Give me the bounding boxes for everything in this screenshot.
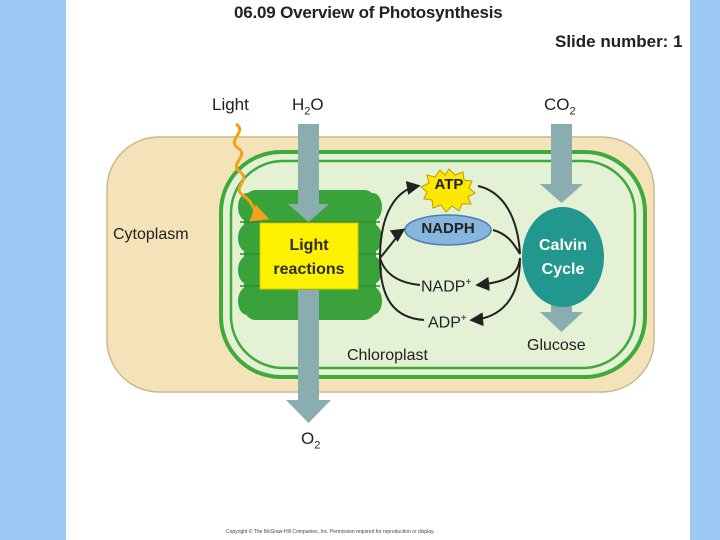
atp-label: ATP — [434, 176, 464, 193]
nadph-arrow — [379, 228, 406, 259]
atp-burst — [420, 168, 476, 213]
oxygen-label: O2 — [301, 429, 321, 452]
left-background-bar — [0, 0, 66, 540]
adp-return-arrow — [469, 257, 521, 327]
co2-label: CO2 — [544, 95, 576, 118]
chloroplast-label: Chloroplast — [347, 347, 428, 364]
glucose-label: Glucose — [527, 337, 586, 354]
atp-arrow — [379, 181, 421, 259]
atp-to-calvin-arrow — [477, 185, 521, 255]
nadph-label: NADPH — [421, 220, 475, 237]
copyright-notice: Copyright © The McGraw-Hill Companies, I… — [226, 529, 435, 535]
nadp-label: NADP+ — [421, 277, 472, 296]
slide-title: 06.09 Overview of Photosynthesis — [234, 3, 503, 22]
light-label: Light — [212, 95, 249, 114]
chloroplast-inner-membrane — [229, 159, 637, 370]
right-background-bar — [690, 0, 720, 540]
adp-label: ADP+ — [428, 313, 467, 332]
cytoplasm-label: Cytoplasm — [113, 226, 189, 243]
water-arrow — [288, 124, 329, 222]
slide-number: Slide number: 1 — [555, 32, 683, 51]
adp-to-light-arrow — [379, 257, 425, 321]
nadp-to-light-arrow — [379, 257, 421, 286]
co2-arrow — [540, 124, 583, 203]
oxygen-arrow — [286, 290, 331, 423]
water-label: H2O — [292, 95, 324, 118]
calvin-cycle-oval — [522, 207, 604, 307]
calvin-cycle-label: Calvin Cycle — [538, 237, 587, 278]
sunlight-wave — [232, 122, 270, 222]
light-reactions-box — [259, 222, 359, 290]
light-reactions-label: Light reactions — [273, 237, 345, 278]
nadph-to-calvin-arrow — [492, 229, 521, 255]
